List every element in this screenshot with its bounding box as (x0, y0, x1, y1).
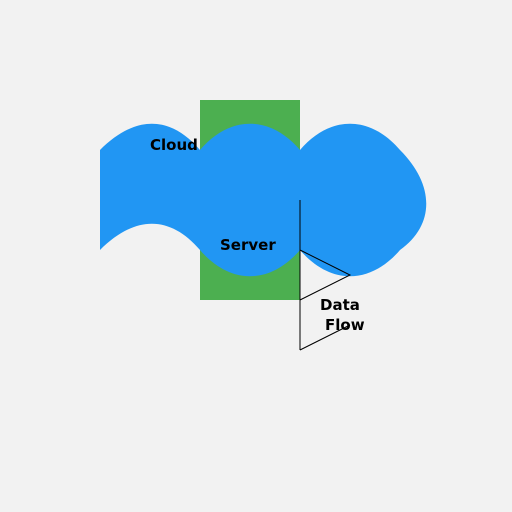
data-flow-label-line1: Data (320, 296, 360, 314)
cloud-shape (100, 123, 427, 277)
data-flow-arrow (299, 200, 352, 351)
server-label: Server (220, 236, 276, 254)
data-flow-label-line2: Flow (325, 316, 365, 334)
cloud-label: Cloud (150, 136, 198, 154)
